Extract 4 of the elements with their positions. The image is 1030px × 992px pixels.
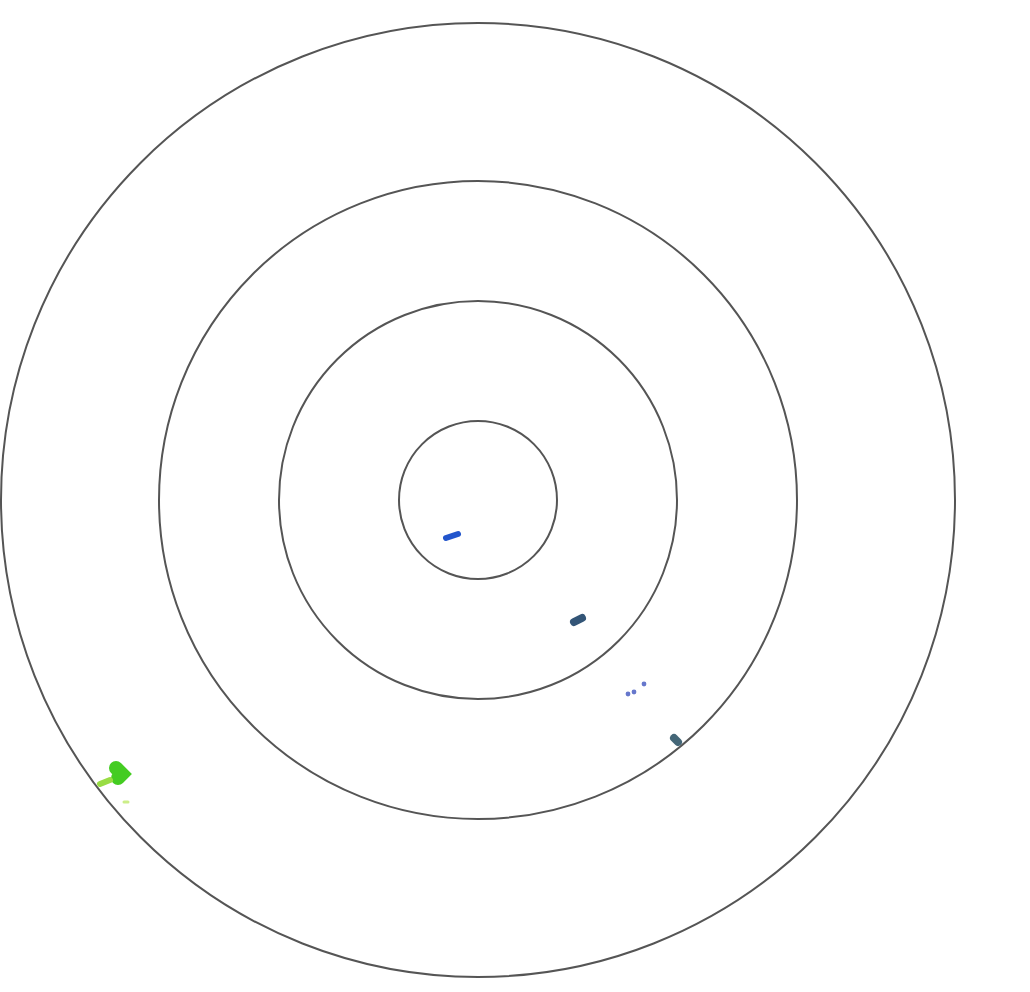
ring-circle bbox=[0, 22, 956, 978]
ring-circle bbox=[158, 180, 798, 820]
ring-circle bbox=[278, 300, 678, 700]
ring-circle bbox=[398, 420, 558, 580]
